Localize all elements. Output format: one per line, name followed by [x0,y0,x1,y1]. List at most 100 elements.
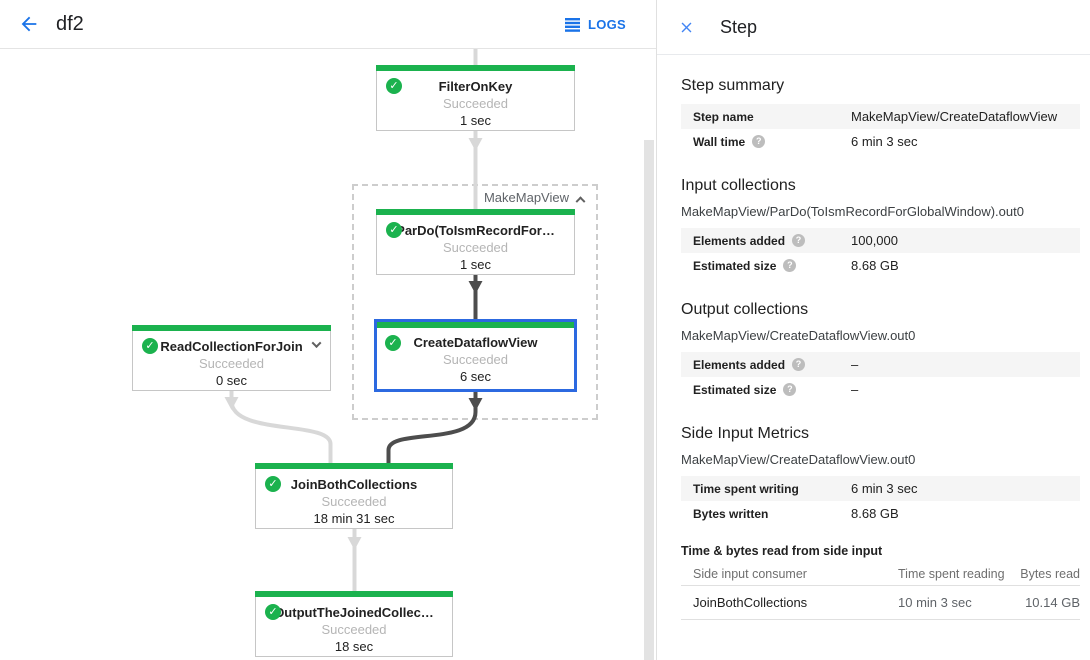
app-header: df2 LOGS [0,0,656,49]
group-label: MakeMapView [483,190,569,205]
metric-row: Elements added – [681,352,1080,377]
node-status: Succeeded [442,240,509,255]
node-status: Succeeded [442,352,509,367]
success-check-icon: ✓ [265,476,281,492]
job-graph-panel: MakeMapView ✓ FilterOnKey Succeeded 1 se… [0,0,656,660]
metric-label: Bytes written [693,506,769,521]
column-header: Bytes read [1020,567,1080,581]
metric-value: 8.68 GB [851,258,899,273]
metric-label: Elements added [693,357,786,372]
help-icon[interactable] [783,259,797,272]
graph-node-filteronkey[interactable]: ✓ FilterOnKey Succeeded 1 sec [376,65,575,131]
arrow-left-icon [21,16,37,32]
step-detail-content: Step summary Step name MakeMapView/Creat… [657,55,1090,620]
node-time: 6 sec [459,369,492,384]
node-time: 18 sec [334,639,374,654]
chevron-up-icon [575,196,586,207]
metric-value: 6 min 3 sec [851,481,918,496]
job-name-title: df2 [56,12,84,35]
close-panel-button[interactable] [674,15,698,39]
section-heading: Side Input Metrics [681,425,810,442]
metric-value: – [851,382,859,397]
arrowhead [224,397,239,410]
edge-createview-join [386,391,478,464]
metric-label: Estimated size [693,258,777,273]
collection-name: MakeMapView/CreateDataflowView.out0 [681,328,916,343]
metric-row: Time spent writing 6 min 3 sec [681,476,1080,501]
collection-name: MakeMapView/ParDo(ToIsmRecordForGlobalWi… [681,204,1024,219]
node-status: Succeeded [198,356,265,371]
metric-row: Step name MakeMapView/CreateDataflowView [681,104,1080,129]
success-check-icon: ✓ [142,338,158,354]
cell-time-spent-reading: 10 min 3 sec [898,595,972,610]
group-collapse-toggle[interactable]: MakeMapView [352,190,598,207]
graph-node-joinbothcollections[interactable]: ✓ JoinBothCollections Succeeded 18 min 3… [255,463,453,529]
back-button[interactable] [16,11,42,37]
metric-label: Step name [693,109,754,124]
node-status-bar [376,65,575,71]
arrowhead [468,138,483,151]
metric-row: Estimated size 8.68 GB [681,253,1080,278]
cell-side-input-consumer: JoinBothCollections [693,595,808,610]
node-title: FilterOnKey [438,79,513,94]
arrowhead [468,281,483,294]
success-check-icon: ✓ [265,604,281,620]
node-time: 1 sec [459,113,492,128]
close-icon [681,22,691,32]
metric-value: 100,000 [851,233,898,248]
edge-read-join [229,391,333,464]
node-status: Succeeded [321,622,387,637]
graph-node-readcollectionforjoin[interactable]: ✓ ReadCollectionForJoin Succeeded 0 sec [132,325,331,391]
node-status-bar [377,322,574,328]
node-time: 18 min 31 sec [313,511,395,526]
success-check-icon: ✓ [385,335,401,351]
metric-row: Estimated size – [681,377,1080,402]
table-heading: Time & bytes read from side input [681,544,883,558]
graph-node-outputthejoinedcollection[interactable]: ✓ OutputTheJoinedCollec… Succeeded 18 se… [255,591,453,657]
section-step-summary: Step summary Step name MakeMapView/Creat… [681,77,1080,154]
metric-value: – [851,357,859,372]
step-panel-header: Step [657,0,1090,55]
column-header: Side input consumer [693,567,807,581]
logs-list-icon [564,17,580,32]
metric-value: 6 min 3 sec [851,134,918,149]
arrowhead [468,398,483,411]
node-title: CreateDataflowView [413,335,538,350]
help-icon[interactable] [752,135,766,148]
node-title: JoinBothCollections [290,477,418,492]
arrowhead [347,537,362,550]
collection-name: MakeMapView/CreateDataflowView.out0 [681,452,916,467]
success-check-icon: ✓ [386,222,402,238]
graph-vertical-scrollbar[interactable] [644,140,654,660]
side-input-read-table: Time & bytes read from side input Side i… [681,544,1080,620]
section-input-collections: Input collections MakeMapView/ParDo(ToIs… [681,177,1080,278]
node-time: 0 sec [215,373,248,388]
metric-row: Elements added 100,000 [681,228,1080,253]
node-title: ParDo(ToIsmRecordFor… [396,223,555,238]
table-header-row: Side input consumer Time spent reading B… [681,563,1080,586]
metric-label: Wall time [693,134,746,149]
metric-value: 8.68 GB [851,506,899,521]
section-heading: Input collections [681,177,796,194]
metric-label: Time spent writing [693,481,799,496]
section-output-collections: Output collections MakeMapView/CreateDat… [681,301,1080,402]
node-status: Succeeded [321,494,387,509]
help-icon[interactable] [792,234,806,247]
section-side-input-metrics: Side Input Metrics MakeMapView/CreateDat… [681,425,1080,526]
node-title: ReadCollectionForJoin [160,339,303,354]
node-status: Succeeded [442,96,509,111]
logs-button[interactable]: LOGS [564,0,626,49]
graph-node-createdataflowview-selected[interactable]: ✓ CreateDataflowView Succeeded 6 sec [374,319,577,392]
help-icon[interactable] [792,358,806,371]
node-title: OutputTheJoinedCollec… [274,605,434,620]
cell-bytes-read: 10.14 GB [1025,595,1080,610]
section-heading: Output collections [681,301,809,318]
node-status-bar [376,209,575,215]
column-header: Time spent reading [898,567,1005,581]
metric-label: Elements added [693,233,786,248]
panel-title: Step [720,16,758,37]
help-icon[interactable] [783,383,797,396]
node-time: 1 sec [459,257,492,272]
graph-node-pardo[interactable]: ✓ ParDo(ToIsmRecordFor… Succeeded 1 sec [376,209,575,275]
node-status-bar [255,463,453,469]
